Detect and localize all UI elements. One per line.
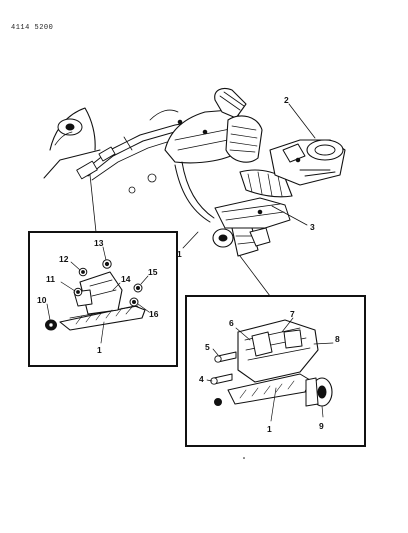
leader-2 <box>288 103 316 139</box>
callout-10: 10 <box>37 295 47 305</box>
callout-1-detail-b: 1 <box>267 424 272 434</box>
leader-1-main <box>182 231 199 249</box>
document-code: 4114 5200 <box>11 24 54 32</box>
bolt-4 <box>210 373 233 385</box>
callout-3: 3 <box>310 222 315 232</box>
left-detail-box: 13 12 11 10 14 15 16 1 <box>28 231 178 367</box>
callout-11: 11 <box>46 274 55 284</box>
pointer-to-right-detail <box>239 255 271 297</box>
callout-6: 6 <box>229 318 234 328</box>
lower-bracket-assembly <box>174 161 291 257</box>
callout-1-main: 1 <box>177 249 182 259</box>
nut-12 <box>78 267 88 277</box>
main-illustration: 2 3 1 <box>43 87 346 297</box>
callout-13: 13 <box>94 238 104 248</box>
callout-1-detail-a: 1 <box>97 345 102 355</box>
callout-9: 9 <box>319 421 324 431</box>
speck <box>243 457 245 459</box>
bolt-5 <box>214 351 237 363</box>
nut-lower <box>214 398 222 406</box>
nut-16 <box>129 297 139 307</box>
nut-15 <box>133 283 143 293</box>
callout-16: 16 <box>149 309 159 319</box>
fender-area <box>43 107 101 179</box>
right-detail-box: 6 7 8 5 4 1 9 <box>185 295 366 447</box>
bolts <box>177 119 301 215</box>
leader-3 <box>271 205 308 226</box>
callout-7: 7 <box>290 309 295 319</box>
nut-13 <box>102 259 112 269</box>
callout-12: 12 <box>59 254 69 264</box>
callout-2: 2 <box>284 95 289 105</box>
stud-10 <box>45 319 57 331</box>
callout-5: 5 <box>205 342 210 352</box>
callout-15: 15 <box>148 267 158 277</box>
callout-14: 14 <box>121 274 131 284</box>
callout-8: 8 <box>335 334 340 344</box>
transaxle-assembly <box>269 139 346 186</box>
pointer-to-left-detail <box>89 174 97 233</box>
callout-4: 4 <box>199 374 204 384</box>
nut-11 <box>73 287 83 297</box>
engine-assembly <box>164 87 293 198</box>
